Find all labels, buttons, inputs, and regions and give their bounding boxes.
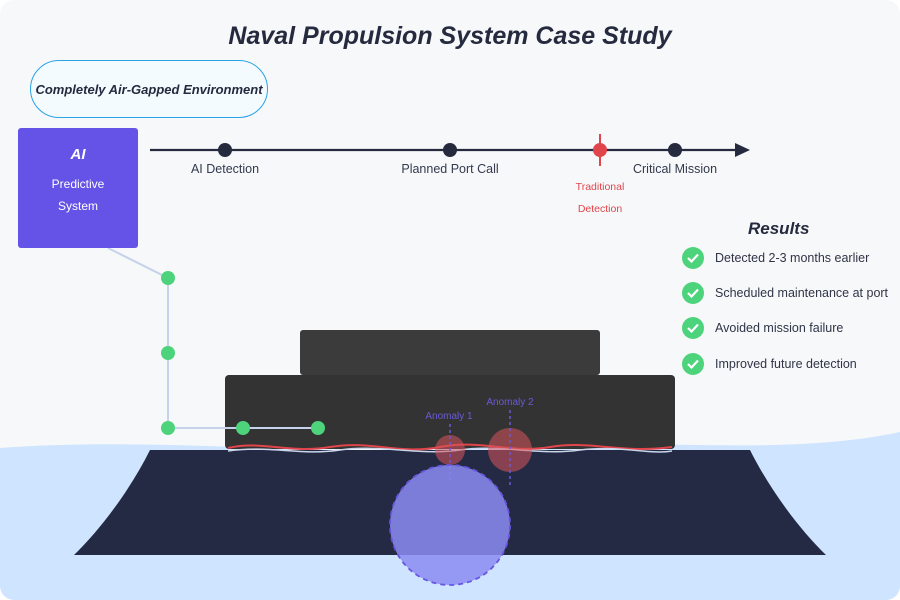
- timeline-label-traditional: Traditional Detection: [576, 176, 625, 220]
- timeline-event-traditional: [593, 143, 607, 157]
- result-item: Detected 2-3 months earlier: [682, 247, 869, 269]
- timeline-event-port-call: [443, 143, 457, 157]
- timeline-label-critical-mission: Critical Mission: [632, 162, 718, 176]
- environment-badge: Completely Air-Gapped Environment: [30, 60, 268, 118]
- ai-box-line2: System: [57, 199, 98, 213]
- result-text: Detected 2-3 months earlier: [715, 251, 870, 265]
- timeline-label-port-call: Planned Port Call: [401, 162, 499, 176]
- result-text: Improved future detection: [715, 357, 857, 371]
- timeline-arrow-icon: [735, 143, 750, 157]
- result-text: Scheduled maintenance at port: [715, 286, 889, 300]
- result-item: Avoided mission failure: [682, 317, 843, 339]
- sensor-node: [161, 346, 175, 360]
- check-icon: [682, 247, 704, 269]
- page-title: Naval Propulsion System Case Study: [228, 22, 672, 50]
- ship-deck: [225, 375, 675, 449]
- sensor-node: [161, 271, 175, 285]
- propeller-zone: [389, 464, 511, 586]
- anomaly-2-marker: [488, 428, 532, 472]
- environment-label: Completely Air-Gapped Environment: [35, 81, 263, 97]
- ai-box-title: AI: [70, 146, 86, 163]
- sensor-node: [161, 421, 175, 435]
- timeline-event-ai-detection: [218, 143, 232, 157]
- check-icon: [682, 317, 704, 339]
- timeline-event-critical-mission: [668, 143, 682, 157]
- check-icon: [682, 282, 704, 304]
- anomaly-2-label: Anomaly 2: [486, 397, 534, 408]
- timeline-label-traditional-line1: Traditional: [575, 181, 625, 193]
- check-icon: [682, 353, 704, 375]
- sensor-node: [311, 421, 325, 435]
- timeline-label-ai-detection: AI Detection: [190, 162, 260, 176]
- ai-box-line1: Predictive: [51, 177, 105, 191]
- result-item: Improved future detection: [682, 353, 857, 375]
- ai-predictive-system-box: AI Predictive System: [18, 128, 138, 248]
- timeline-label-traditional-line2: Detection: [577, 203, 623, 215]
- ship-bridge: [300, 330, 600, 375]
- results-heading: Results: [748, 219, 810, 238]
- sensor-node: [236, 421, 250, 435]
- result-item: Scheduled maintenance at port: [682, 282, 888, 304]
- anomaly-1-label: Anomaly 1: [425, 411, 473, 422]
- result-text: Avoided mission failure: [715, 321, 844, 335]
